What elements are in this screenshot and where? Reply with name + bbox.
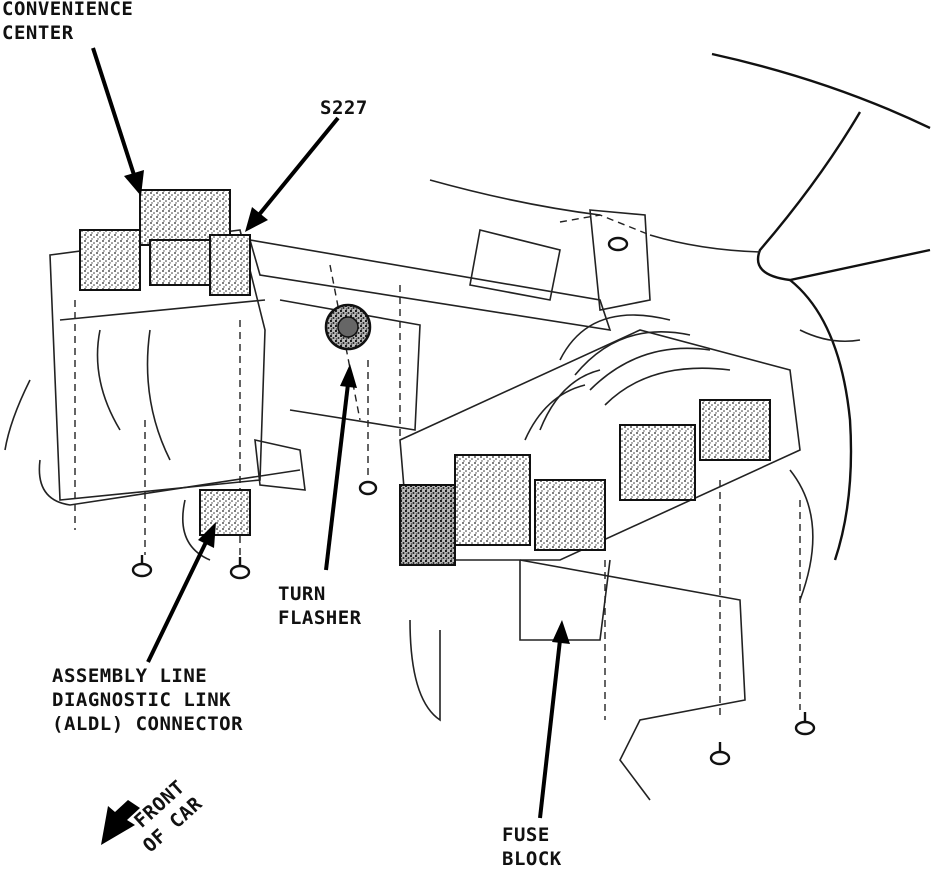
body-outline — [429, 52, 931, 561]
label-fuse-block: FUSE BLOCK — [502, 824, 562, 870]
dash-frame — [248, 209, 651, 440]
label-turn-flasher: TURN FLASHER — [278, 583, 362, 629]
bolt — [131, 555, 251, 580]
aldl-connector — [181, 438, 306, 561]
leader-arrows — [91, 47, 570, 819]
turn-flasher — [324, 303, 378, 496]
convenience-center-assembly — [4, 189, 301, 580]
bolt — [607, 236, 816, 766]
label-aldl-connector: ASSEMBLY LINE DIAGNOSTIC LINK (ALDL) CON… — [52, 665, 244, 735]
front-of-car-arrow-icon — [101, 800, 140, 845]
fuse-block-assembly — [399, 236, 816, 801]
label-convenience-center: CONVENIENCE CENTER — [2, 0, 134, 44]
label-s227: S227 — [320, 97, 368, 119]
